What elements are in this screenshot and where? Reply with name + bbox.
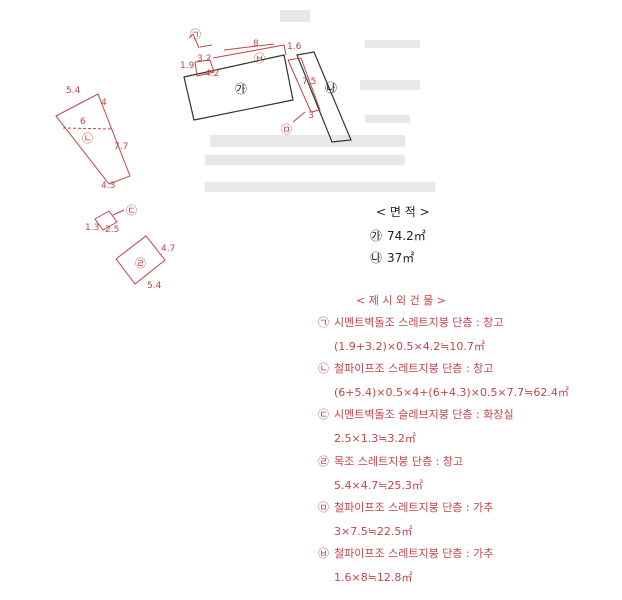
annex-a-dim-3: 4.2: [205, 69, 220, 79]
annex-a-dim-1: 1.9: [180, 61, 195, 71]
annex-b-dim-2: 4: [101, 98, 107, 108]
annex-item-desc: 목조 스레트지붕 단층 : 창고: [334, 455, 464, 468]
annex-item-calc: (1.9+3.2)×0.5×4.2≒10.7㎡: [334, 340, 485, 353]
annex-item-desc: 시멘트벽돌조 스레트지붕 단층 : 창고: [334, 316, 504, 329]
area-title: < 면 적 >: [376, 205, 430, 219]
annex-item-marker: ㉢: [318, 408, 329, 421]
annex-a-shape: [188, 33, 215, 77]
faded-background-marks: [205, 10, 435, 192]
annex-f-marker: ㉥: [254, 52, 265, 65]
annex-item-marker: ㉠: [318, 316, 329, 329]
building-na-marker: ㉯: [325, 81, 338, 95]
annex-item-calc: 3×7.5≒22.5㎡: [334, 525, 413, 538]
annex-d-dim-1: 4.7: [161, 244, 176, 254]
annex-e-marker: ㉤: [281, 123, 292, 136]
building-ga-outline: [183, 54, 294, 121]
annex-item-marker: ㉡: [318, 362, 329, 375]
area-row-marker: ㉯: [370, 251, 383, 265]
annex-b-dim-1: 5.4: [66, 86, 81, 96]
annex-f-dim-1: 8: [253, 39, 259, 49]
annex-d-dim-2: 5.4: [147, 281, 162, 291]
annex-item-calc: (6+5.4)×0.5×4+(6+4.3)×0.5×7.7≒62.4㎡: [334, 386, 569, 399]
annex-b-dim-3: 6: [80, 117, 86, 127]
annex-item-desc: 시멘트벽돌조 슬레브지붕 단층 : 화장실: [334, 408, 514, 421]
annex-c-shape: [94, 209, 125, 231]
annex-b-dim-5: 4.3: [101, 181, 116, 191]
area-row-value: 74.2㎡: [387, 229, 426, 243]
area-row-value: 37㎡: [387, 251, 415, 265]
annex-item-desc: 철파이프조 스레트지붕 단층 : 가추: [334, 547, 494, 560]
annex-e-dim-2: 3: [308, 111, 314, 121]
annex-item-calc: 1.6×8≒12.8㎡: [334, 571, 413, 584]
annex-a-dim-2: 3.2: [197, 54, 212, 64]
annex-b-dim-4: 7.7: [114, 142, 129, 152]
annex-c-dim-1: 1.3: [85, 223, 100, 233]
annex-item-calc: 5.4×4.7≒25.3㎡: [334, 479, 423, 492]
annex-item-desc: 철파이프조 스레트지붕 단층 : 가추: [334, 501, 494, 514]
annex-b-marker: ㉡: [82, 132, 93, 145]
annex-d-marker: ㉣: [135, 257, 146, 270]
annex-item-marker: ㉤: [318, 501, 329, 514]
annex-e-shape: [287, 57, 321, 123]
area-row-marker: ㉮: [370, 229, 383, 243]
annex-c-dim-2: 2.5: [105, 225, 120, 235]
annex-b-shape: [55, 93, 131, 185]
annex-f-shape: [212, 43, 287, 59]
annex-item-calc: 2.5×1.3≒3.2㎡: [334, 432, 416, 445]
building-na-outline: [296, 51, 352, 143]
annex-c-marker: ㉢: [126, 204, 137, 217]
annex-item-marker: ㉣: [318, 455, 329, 468]
annex-a-marker: ㉠: [190, 28, 201, 41]
building-ga-marker: ㉮: [235, 82, 248, 96]
annex-item-desc: 철파이프조 스레트지붕 단층 : 창고: [334, 362, 494, 375]
annex-d-shape: [115, 235, 166, 285]
annex-list-title: < 제 시 외 건 물 >: [356, 294, 447, 307]
annex-e-dim-1: 7.5: [302, 77, 317, 87]
annex-item-marker: ㉥: [318, 547, 329, 560]
annex-f-dim-2: 1.6: [287, 42, 302, 52]
